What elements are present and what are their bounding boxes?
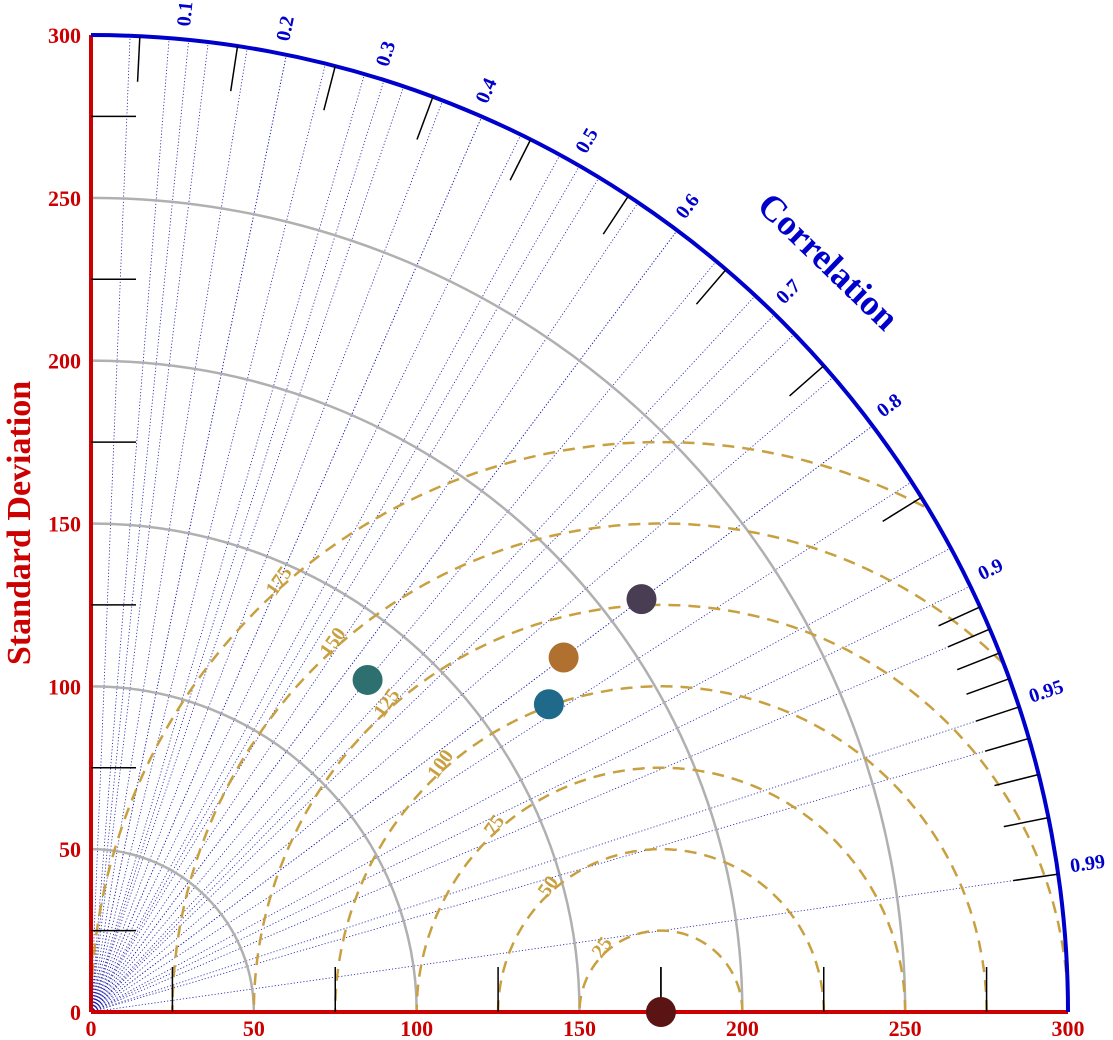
axes-layer — [89, 33, 1070, 1014]
rmsd-contour-layer — [89, 440, 1070, 1013]
std-y-tick-label: 300 — [48, 23, 81, 48]
correlation-tick-label: 0.99 — [1069, 851, 1107, 878]
correlation-tick-mark — [984, 737, 1030, 752]
correlation-tick-mark — [1003, 816, 1049, 828]
correlation-arc — [90, 33, 1070, 1013]
correlation-tick-label: 0.8 — [873, 389, 906, 422]
std-arc — [90, 847, 256, 1013]
rmsd-contour — [496, 847, 826, 1013]
std-arc — [90, 522, 581, 1013]
rmsd-contour-label: 25 — [587, 933, 616, 962]
rmsd-contour — [252, 603, 1070, 1012]
rmsd-contour-label: 75 — [480, 811, 509, 840]
correlation-tick-mark — [416, 96, 434, 140]
grid-layer — [90, 35, 1059, 1013]
correlation-tick-mark — [956, 652, 1000, 671]
correlation-tick-mark — [994, 773, 1039, 787]
correlation-tick-mark — [947, 628, 991, 648]
std-y-tick-label: 250 — [48, 186, 81, 211]
correlation-tick-mark — [1012, 873, 1059, 882]
rmsd-contour — [415, 766, 907, 1012]
correlation-tick-mark — [695, 269, 727, 305]
labels-layer: 2550751001251501750050501001001501502002… — [48, 0, 1106, 1040]
std-x-tick-label: 150 — [563, 1016, 596, 1040]
rmsd-contour-label: 150 — [315, 624, 350, 661]
correlation-tick-label: 0.3 — [372, 39, 400, 69]
correlation-tick-mark — [136, 36, 141, 82]
std-arc — [90, 196, 907, 1013]
correlation-tick-label: 0.7 — [772, 275, 805, 308]
correlation-tick-mark — [509, 139, 532, 181]
std-x-tick-label: 300 — [1052, 1016, 1085, 1040]
rmsd-contour-label: 50 — [534, 872, 563, 901]
correlation-tick-label: 0.6 — [671, 190, 704, 223]
data-point — [645, 997, 676, 1027]
data-point — [548, 642, 579, 673]
rmsd-contour-label: 175 — [261, 562, 296, 599]
correlation-tick-mark — [938, 606, 981, 627]
points-layer — [352, 584, 676, 1027]
data-point — [533, 689, 564, 720]
correlation-tick-mark — [975, 706, 1020, 722]
rmsd-contour — [334, 685, 988, 1012]
std-x-tick-label: 250 — [889, 1016, 922, 1040]
correlation-tick-mark — [323, 65, 336, 111]
std-y-tick-label: 100 — [48, 674, 81, 699]
correlation-tick-label: 0.4 — [471, 75, 501, 107]
correlation-tick-label: 0.1 — [173, 0, 197, 27]
std-x-tick-label: 50 — [243, 1016, 265, 1040]
rmsd-contour — [89, 440, 925, 1012]
rmsd-contour — [171, 522, 1005, 1012]
correlation-tick-mark — [602, 195, 629, 235]
correlation-tick-mark — [789, 365, 825, 397]
data-point — [626, 584, 657, 615]
std-axis-title: Standard Deviation — [1, 381, 38, 665]
std-y-tick-label: 150 — [48, 512, 81, 537]
std-arc — [90, 359, 744, 1013]
std-y-tick-label: 0 — [70, 1000, 81, 1025]
correlation-tick-label: 0.5 — [571, 124, 603, 157]
correlation-tick-label: 0.9 — [975, 554, 1007, 585]
correlation-tick-mark — [882, 496, 922, 522]
std-x-tick-label: 0 — [86, 1016, 97, 1040]
std-x-tick-label: 200 — [726, 1016, 759, 1040]
std-x-tick-label: 100 — [400, 1016, 433, 1040]
correlation-tick-label: 0.95 — [1026, 676, 1066, 708]
rmsd-contour — [578, 929, 744, 1012]
correlation-tick-label: 0.2 — [272, 14, 299, 43]
std-y-tick-label: 200 — [48, 349, 81, 374]
correlation-tick-mark — [966, 677, 1010, 695]
std-arc — [90, 685, 418, 1013]
std-y-tick-label: 50 — [59, 837, 81, 862]
data-point — [352, 664, 383, 695]
correlation-tick-mark — [229, 45, 239, 92]
rmsd-contour-label: 100 — [423, 746, 458, 783]
